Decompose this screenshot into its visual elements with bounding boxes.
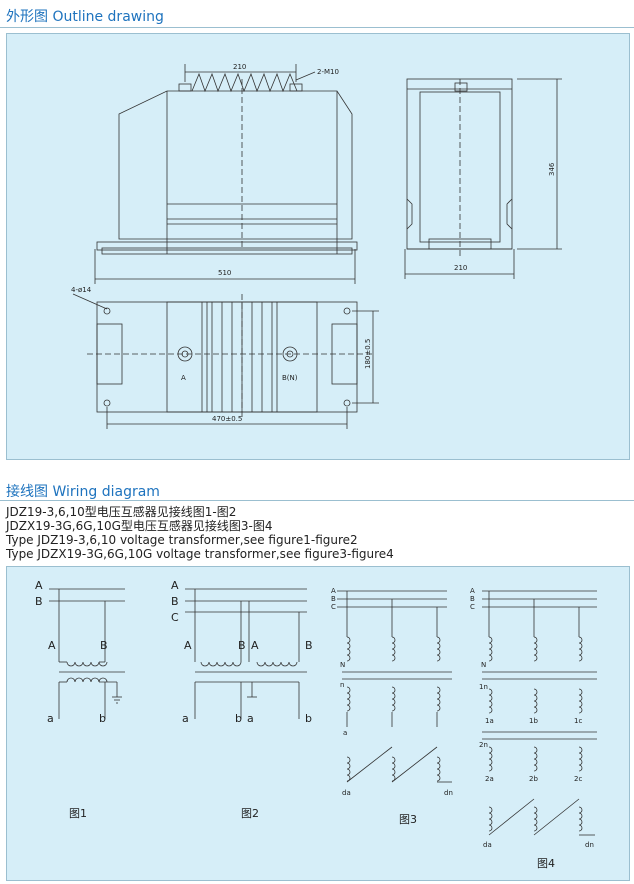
desc-line: Type JDZ19-3,6,10 voltage transformer,se… (6, 533, 358, 547)
fig2-phase-c: C (171, 611, 179, 624)
fig4-1c: 1c (574, 717, 582, 725)
fig1-phase-a: A (35, 579, 43, 592)
fig4-2a: 2a (485, 775, 494, 783)
desc-line: Type JDZX19-3G,6G,10G voltage transforme… (6, 547, 394, 561)
fig4-phase-c: C (470, 603, 475, 611)
wiring-drawing: A B A B a b 图1 A B C A B A B a b a b 图2 … (35, 579, 597, 870)
fig2-primary-4: B (305, 639, 313, 652)
dim-hole-span-h: 470±0.5 (212, 415, 242, 423)
terminal-b-label: B(N) (282, 374, 298, 382)
fig4-1a: 1a (485, 717, 494, 725)
fig2-phase-a: A (171, 579, 179, 592)
side-view (404, 78, 562, 279)
fig1-primary-b: B (100, 639, 108, 652)
outline-title: 外形图 Outline drawing (6, 9, 164, 25)
fig1-caption: 图1 (69, 807, 87, 820)
fig2-primary-1: A (184, 639, 192, 652)
fig3-phase-b: B (331, 595, 336, 603)
figure-2 (185, 588, 307, 719)
wiring-panel: A B A B a b 图1 A B C A B A B a b a b 图2 … (6, 566, 630, 881)
fig3-phase-a: A (331, 587, 336, 595)
fig1-phase-b: B (35, 595, 43, 608)
dim-top-width: 210 (233, 63, 246, 71)
outline-drawing: 210 2-M10 510 210 346 4-ø14 180±0.5 470±… (71, 63, 562, 429)
fig1-primary-a: A (48, 639, 56, 652)
wiring-title: 接线图 Wiring diagram (6, 484, 160, 500)
fig3-dn: dn (444, 789, 453, 797)
fig1-secondary-b: b (99, 712, 106, 725)
fig4-dn: dn (585, 841, 594, 849)
wiring-description: JDZ19-3,6,10型电压互感器见接线图1-图2 JDZX19-3G,6G,… (6, 505, 394, 561)
fig3-lower-n: n (340, 681, 344, 689)
fig4-n: N (481, 661, 486, 669)
fig4-phase-a: A (470, 587, 475, 595)
fig3-a: a (343, 729, 347, 737)
fig3-phase-c: C (331, 603, 336, 611)
fig3-da: da (342, 789, 351, 797)
fig2-secondary-b: b (235, 712, 242, 725)
fig4-2n: 2n (479, 741, 488, 749)
wiring-divider (0, 500, 634, 501)
fig4-1b: 1b (529, 717, 538, 725)
dim-side-width: 210 (454, 264, 467, 272)
fig2-primary-3: A (251, 639, 259, 652)
fig4-1n: 1n (479, 683, 488, 691)
fig4-2b: 2b (529, 775, 538, 783)
fig2-phase-b: B (171, 595, 179, 608)
title-divider (0, 27, 634, 28)
desc-line: JDZX19-3G,6G,10G型电压互感器见接线图3-图4 (6, 519, 273, 533)
front-view (94, 64, 358, 284)
dim-height: 346 (548, 162, 556, 176)
dim-screw: 2-M10 (317, 68, 339, 76)
figure-3 (337, 590, 452, 783)
fig2-caption: 图2 (241, 807, 259, 820)
fig4-caption: 图4 (537, 857, 555, 870)
plan-view (72, 293, 379, 429)
fig2-primary-2: B (238, 639, 246, 652)
figure-1 (49, 588, 125, 719)
dim-hole: 4-ø14 (71, 286, 92, 294)
fig1-secondary-a: a (47, 712, 54, 725)
fig4-2c: 2c (574, 775, 582, 783)
desc-line: JDZ19-3,6,10型电压互感器见接线图1-图2 (6, 505, 237, 519)
outline-panel: 210 2-M10 510 210 346 4-ø14 180±0.5 470±… (6, 33, 630, 460)
fig4-da: da (483, 841, 492, 849)
figure-4 (482, 590, 597, 836)
fig2-secondary-b2: b (305, 712, 312, 725)
fig4-phase-b: B (470, 595, 475, 603)
fig2-secondary-a2: a (247, 712, 254, 725)
fig3-caption: 图3 (399, 813, 417, 826)
fig3-n: N (340, 661, 345, 669)
dim-hole-span-v: 180±0.5 (364, 339, 372, 369)
terminal-a-label: A (181, 374, 186, 382)
dim-base-width: 510 (218, 269, 231, 277)
fig2-secondary-a: a (182, 712, 189, 725)
